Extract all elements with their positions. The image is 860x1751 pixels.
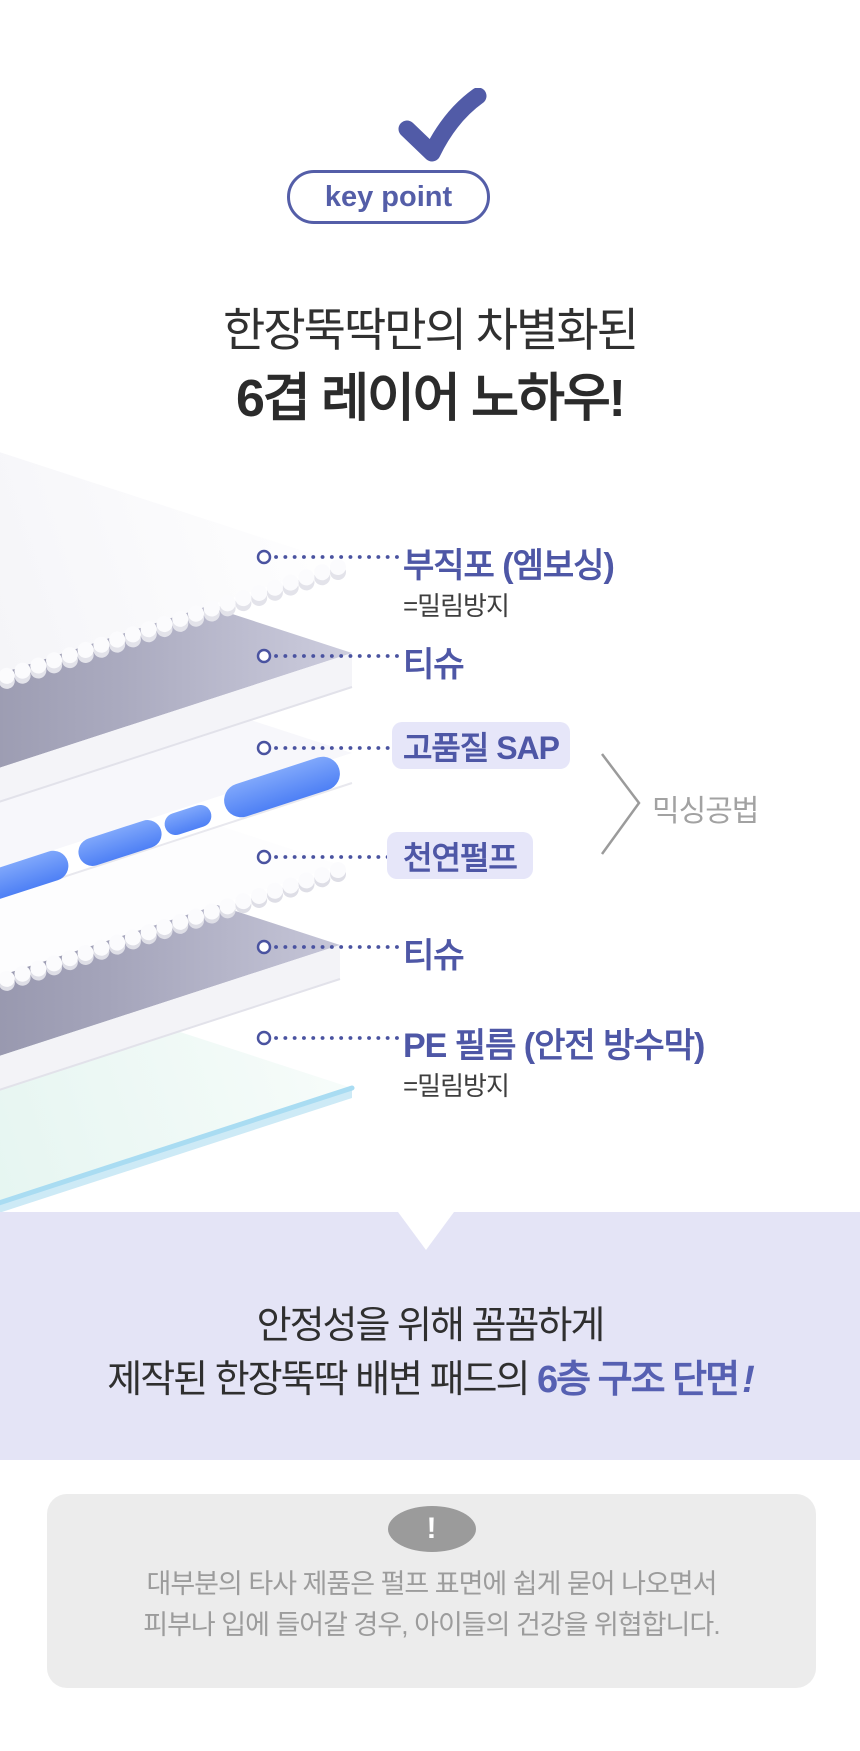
heading-line1: 한장뚝딱만의 차별화된 (223, 304, 639, 356)
mixing-bracket-icon (600, 753, 641, 855)
check-icon (398, 88, 487, 162)
layer-label-pe-film: PE 필름 (안전 방수막) (403, 1027, 705, 1065)
summary-text: 안정성을 위해 꼼꼼하게 제작된 한장뚝딱 배변 패드의 6층 구조 단면! (0, 1299, 860, 1407)
notice-line1: 대부분의 타사 제품은 펄프 표면에 쉽게 묻어 나오면서 (146, 1569, 718, 1599)
summary-line2-exclamation: ! (742, 1359, 755, 1401)
layer-label-sap: 고품질 SAP (392, 722, 570, 769)
heading-line2: 6겹 레이어 노하우! (235, 370, 626, 428)
sap-capsules (0, 756, 340, 902)
layer-note-nonwoven: =밀림방지 (403, 591, 510, 621)
mixing-bracket-label: 믹싱공법 (652, 795, 759, 828)
summary-band (0, 1212, 860, 1460)
exclamation-icon: ! (387, 1506, 476, 1552)
leader-line-pulp (256, 849, 403, 865)
summary-line2-prefix: 제작된 한장뚝딱 배변 패드의 (107, 1359, 538, 1401)
summary-line2: 제작된 한장뚝딱 배변 패드의 6층 구조 단면! (0, 1353, 860, 1407)
layer-label-sap-text: 고품질 SAP (402, 729, 560, 766)
pad-layers-illustration (0, 452, 355, 1213)
notice-line2: 피부나 입에 들어갈 경우, 아이들의 건강을 위협합니다. (143, 1610, 721, 1640)
leader-line-tissue-bottom (256, 939, 403, 955)
leader-line-pe-film (256, 1030, 403, 1046)
summary-line2-highlight: 6층 구조 단면 (537, 1359, 740, 1401)
layer-label-tissue-bottom: 티슈 (403, 937, 465, 975)
leader-line-nonwoven (256, 549, 403, 565)
layer-label-pulp-text: 천연펄프 (403, 839, 518, 876)
layer-label-tissue-top: 티슈 (403, 646, 465, 684)
layer-nonwoven (0, 452, 346, 692)
exclamation-icon-glyph: ! (426, 1512, 437, 1545)
leader-line-tissue-top (256, 648, 403, 664)
notice-text: 대부분의 타사 제품은 펄프 표면에 쉽게 묻어 나오면서 피부나 입에 들어갈… (47, 1564, 816, 1646)
summary-line1: 안정성을 위해 꼼꼼하게 (256, 1305, 606, 1347)
layer-note-pe-film: =밀림방지 (403, 1071, 510, 1101)
keypoint-badge: key point (287, 170, 490, 224)
leader-line-sap (256, 740, 403, 756)
summary-notch-triangle (398, 1212, 454, 1250)
layer-label-pulp: 천연펄프 (387, 832, 533, 879)
layer-label-nonwoven: 부직포 (엠보싱) (403, 547, 615, 585)
keypoint-badge-label: key point (324, 180, 453, 213)
notice-box: ! 대부분의 타사 제품은 펄프 표면에 쉽게 묻어 나오면서 피부나 입에 들… (47, 1494, 816, 1688)
